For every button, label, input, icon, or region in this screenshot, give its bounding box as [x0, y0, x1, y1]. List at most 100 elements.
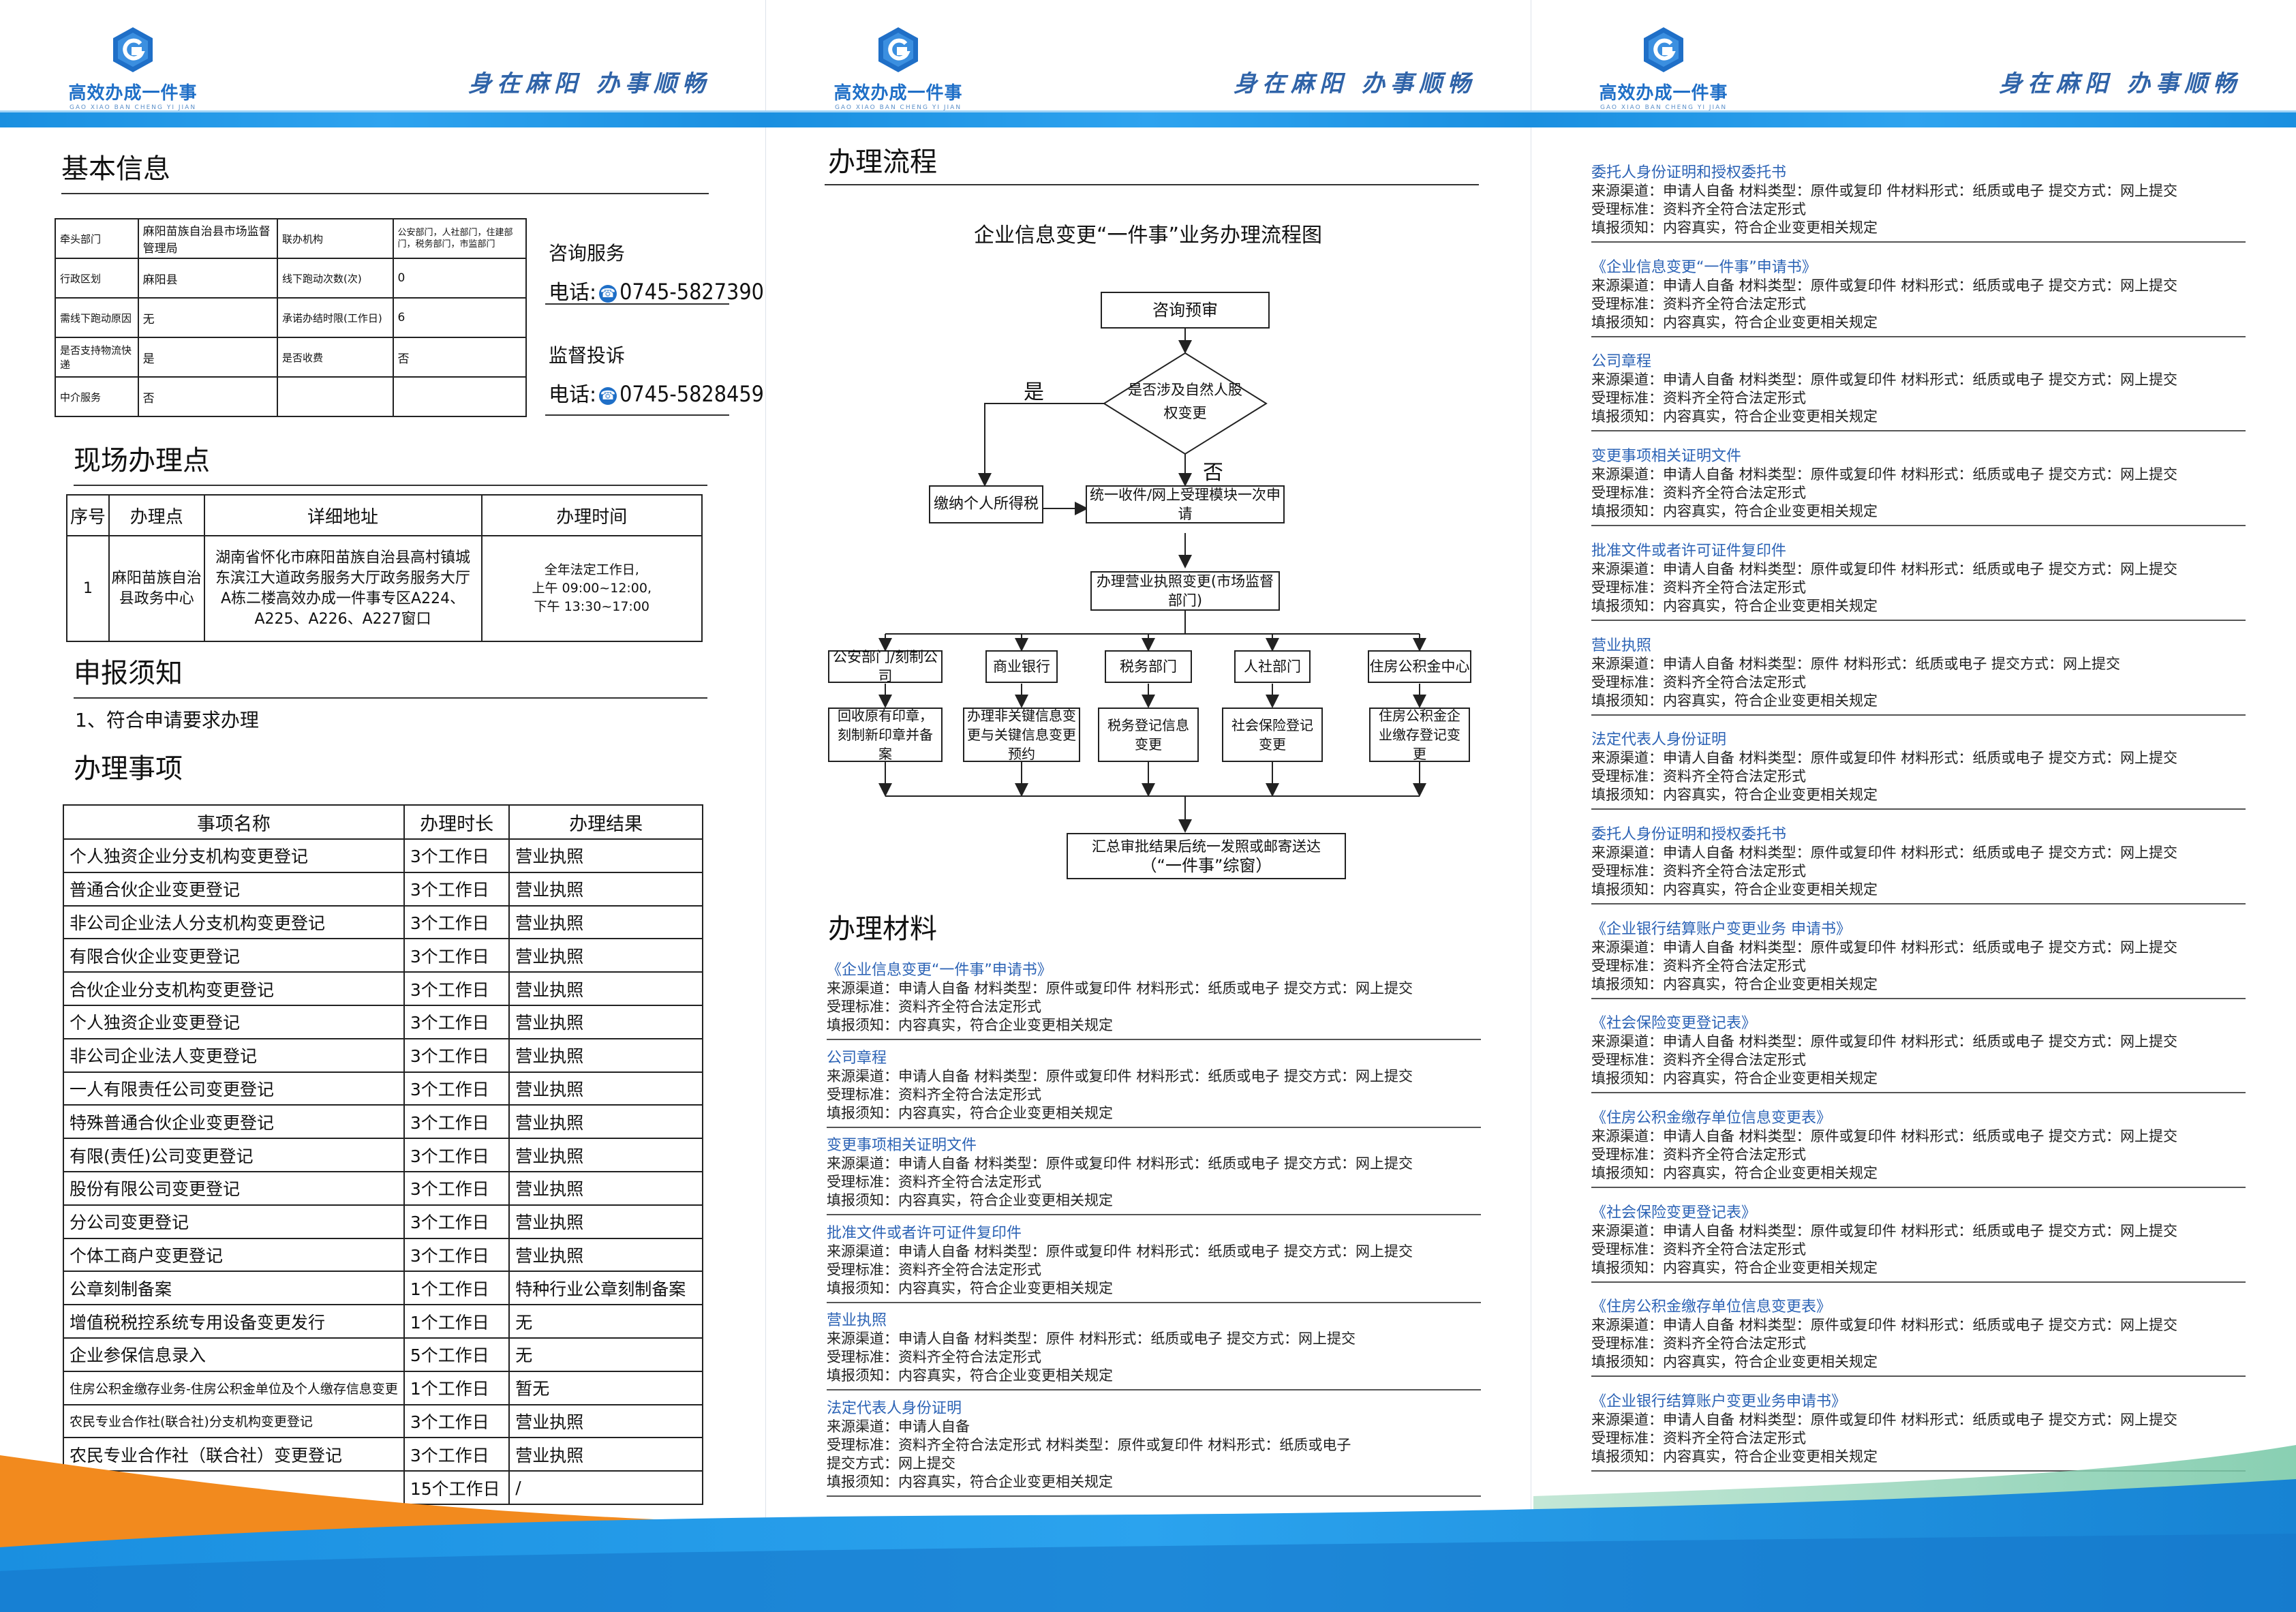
material-title[interactable]: 法定代表人身份证明 [1591, 731, 1727, 749]
panel-right [1531, 0, 2296, 1612]
material-item: 《住房公积金缴存单位信息变更表》来源渠道：申请人自备 材料类型：原件或复印件 材… [1591, 1298, 2246, 1378]
material-line: 填报须知：内容真实，符合企业变更相关规定 [1591, 408, 1878, 425]
material-line: 填报须知：内容真实，符合企业变更相关规定 [1591, 787, 1878, 804]
material-line: 来源渠道：申请人自备 材料类型：原件或复印件 材料形式：纸质或电子 提交方式：网… [827, 1243, 1413, 1260]
material-title[interactable]: 《住房公积金缴存单位信息变更表》 [1591, 1298, 1832, 1316]
item-duration: 3个工作日 [403, 904, 510, 940]
bottom-wave-decoration [0, 1445, 2296, 1612]
material-line: 填报须知：内容真实，符合企业变更相关规定 [1591, 503, 1878, 520]
complaint-block: 监督投诉 电话:☎0745-5828459 [549, 341, 764, 408]
items-header: 办理结果 [508, 804, 703, 840]
consult-tel-number: 0745-5827390 [619, 279, 764, 305]
material-item: 变更事项相关证明文件来源渠道：申请人自备 材料类型：原件或复印件 材料形式：纸质… [827, 1136, 1481, 1215]
info-cell: 联办机构 [277, 218, 394, 259]
material-title[interactable]: 《企业银行结算账户变更业务申请书》 [1591, 1393, 1847, 1411]
consult-tel-label: 电话: [549, 281, 597, 305]
material-title[interactable]: 公司章程 [1591, 353, 1652, 371]
material-line: 来源渠道：申请人自备 材料类型：原件或复印 件材料形式：纸质或电子 提交方式：网… [1591, 183, 2178, 199]
item-name: 非公司企业法人分支机构变更登记 [63, 904, 405, 940]
material-item: 公司章程来源渠道：申请人自备 材料类型：原件或复印件 材料形式：纸质或电子 提交… [1591, 352, 2246, 432]
site-time-line: 全年法定工作日, [544, 562, 639, 577]
item-name: 合伙企业分支机构变更登记 [63, 971, 405, 1006]
material-title[interactable]: 营业执照 [1591, 637, 1652, 654]
material-item: 变更事项相关证明文件来源渠道：申请人自备 材料类型：原件或复印件 材料形式：纸质… [1591, 447, 2246, 527]
item-result: 营业执照 [508, 1138, 703, 1172]
flow-title: 企业信息变更“一件事”业务办理流程图 [973, 224, 1323, 247]
material-line: 来源渠道：申请人自备 材料类型：原件或复印件 材料形式：纸质或电子 提交方式：网… [1591, 277, 2178, 294]
material-title[interactable]: 委托人身份证明和授权委托书 [1591, 825, 1787, 843]
flow-no: 否 [1203, 461, 1223, 485]
material-title[interactable]: 《住房公积金缴存单位信息变更表》 [1591, 1110, 1832, 1127]
info-cell: 0 [392, 258, 527, 299]
item-duration: 5个工作日 [403, 1337, 510, 1372]
material-line: 来源渠道：申请人自备 材料类型：原件或复印件 材料形式：纸质或电子 提交方式：网… [1591, 1317, 2178, 1334]
item-duration: 1个工作日 [403, 1271, 510, 1306]
item-name: 一人有限责任公司变更登记 [63, 1071, 405, 1106]
item-result: 营业执照 [508, 1170, 703, 1206]
item-result: 暂无 [508, 1370, 703, 1405]
item-result: 无 [508, 1304, 703, 1339]
item-name: 特殊普通合伙企业变更登记 [63, 1104, 405, 1140]
item-result: 营业执照 [508, 1004, 703, 1039]
material-line: 填报须知：内容真实，符合企业变更相关规定 [827, 1017, 1113, 1033]
material-title[interactable]: 营业执照 [827, 1312, 887, 1329]
flow-divider [825, 184, 1479, 185]
item-duration: 3个工作日 [403, 871, 510, 907]
flow-dept: 税务部门 [1105, 650, 1192, 683]
table-row: 中介服务否 [55, 376, 527, 417]
panel-middle [765, 0, 1531, 1612]
material-line: 来源渠道：申请人自备 材料类型：原件或复印件 材料形式：纸质或电子 提交方式：网… [1591, 466, 2178, 483]
flow-final-line: 汇总审批结果后统一发照或邮寄送达 [1092, 838, 1321, 855]
material-title[interactable]: 法定代表人身份证明 [827, 1399, 962, 1417]
material-title[interactable]: 公司章程 [827, 1049, 887, 1067]
material-title[interactable]: 变更事项相关证明文件 [1591, 448, 1742, 466]
table-row: 行政区划麻阳县线下跑动次数(次)0 [55, 258, 527, 299]
item-name: 个体工商户变更登记 [63, 1237, 405, 1273]
item-duration: 3个工作日 [403, 1170, 510, 1206]
material-line: 受理标准：资料齐全符合法定形式 [1591, 485, 1806, 502]
material-item: 《企业银行结算账户变更业务申请书》来源渠道：申请人自备 材料类型：原件或复印件 … [1591, 1393, 2246, 1472]
material-title[interactable]: 《企业信息变更“一件事”申请书》 [1591, 258, 1817, 276]
brand-slogan: 身在麻阳 办事顺畅 [1234, 70, 1476, 97]
contact-divider [545, 414, 729, 416]
material-line: 来源渠道：申请人自备 [827, 1418, 970, 1435]
material-item: 《住房公积金缴存单位信息变更表》来源渠道：申请人自备 材料类型：原件或复印件 材… [1591, 1109, 2246, 1188]
item-result: 营业执照 [508, 1071, 703, 1106]
material-title[interactable]: 批准文件或者许可证件复印件 [1591, 542, 1787, 560]
item-result: 营业执照 [508, 1037, 703, 1073]
material-title[interactable]: 《社会保险变更登记表》 [1591, 1204, 1757, 1221]
material-line: 填报须知：内容真实，符合企业变更相关规定 [1591, 1165, 1878, 1181]
material-title[interactable]: 《社会保险变更登记表》 [1591, 1015, 1757, 1033]
material-title[interactable]: 变更事项相关证明文件 [827, 1137, 977, 1154]
material-line: 受理标准：资料齐全符合法定形式 材料类型：原件或复印件 材料形式：纸质或电子 [827, 1436, 1351, 1453]
item-duration: 3个工作日 [403, 971, 510, 1006]
material-title[interactable]: 委托人身份证明和授权委托书 [1591, 164, 1787, 181]
material-line: 填报须知：内容真实，符合企业变更相关规定 [1591, 314, 1878, 331]
item-name: 个人独资企业分支机构变更登记 [63, 838, 405, 873]
material-title[interactable]: 批准文件或者许可证件复印件 [827, 1224, 1022, 1242]
material-title[interactable]: 《企业银行结算账户变更业务 申请书》 [1591, 920, 1851, 938]
item-name: 分公司变更登记 [63, 1204, 405, 1239]
flow-license: 办理营业执照变更(市场监督部门) [1090, 571, 1280, 611]
items-title: 办理事项 [74, 753, 183, 785]
table-row: 是否支持物流快递是是否收费否 [55, 337, 527, 378]
item-duration: 3个工作日 [403, 1004, 510, 1039]
material-line: 受理标准：资料齐全符合法定形式 [1591, 1335, 1806, 1352]
logo-icon [113, 27, 153, 72]
consult-phone[interactable]: 电话:☎0745-5827390 [549, 275, 764, 305]
item-name: 增值税税控系统专用设备变更发行 [63, 1304, 405, 1339]
material-line: 来源渠道：申请人自备 材料类型：原件 材料形式：纸质或电子 提交方式：网上提交 [1591, 655, 2121, 672]
material-title[interactable]: 《企业信息变更“一件事”申请书》 [827, 962, 1052, 979]
material-line: 受理标准：资料齐全符合法定形式 [1591, 957, 1806, 974]
complaint-phone[interactable]: 电话:☎0745-5828459 [549, 378, 764, 408]
phone-icon: ☎ [599, 284, 617, 303]
